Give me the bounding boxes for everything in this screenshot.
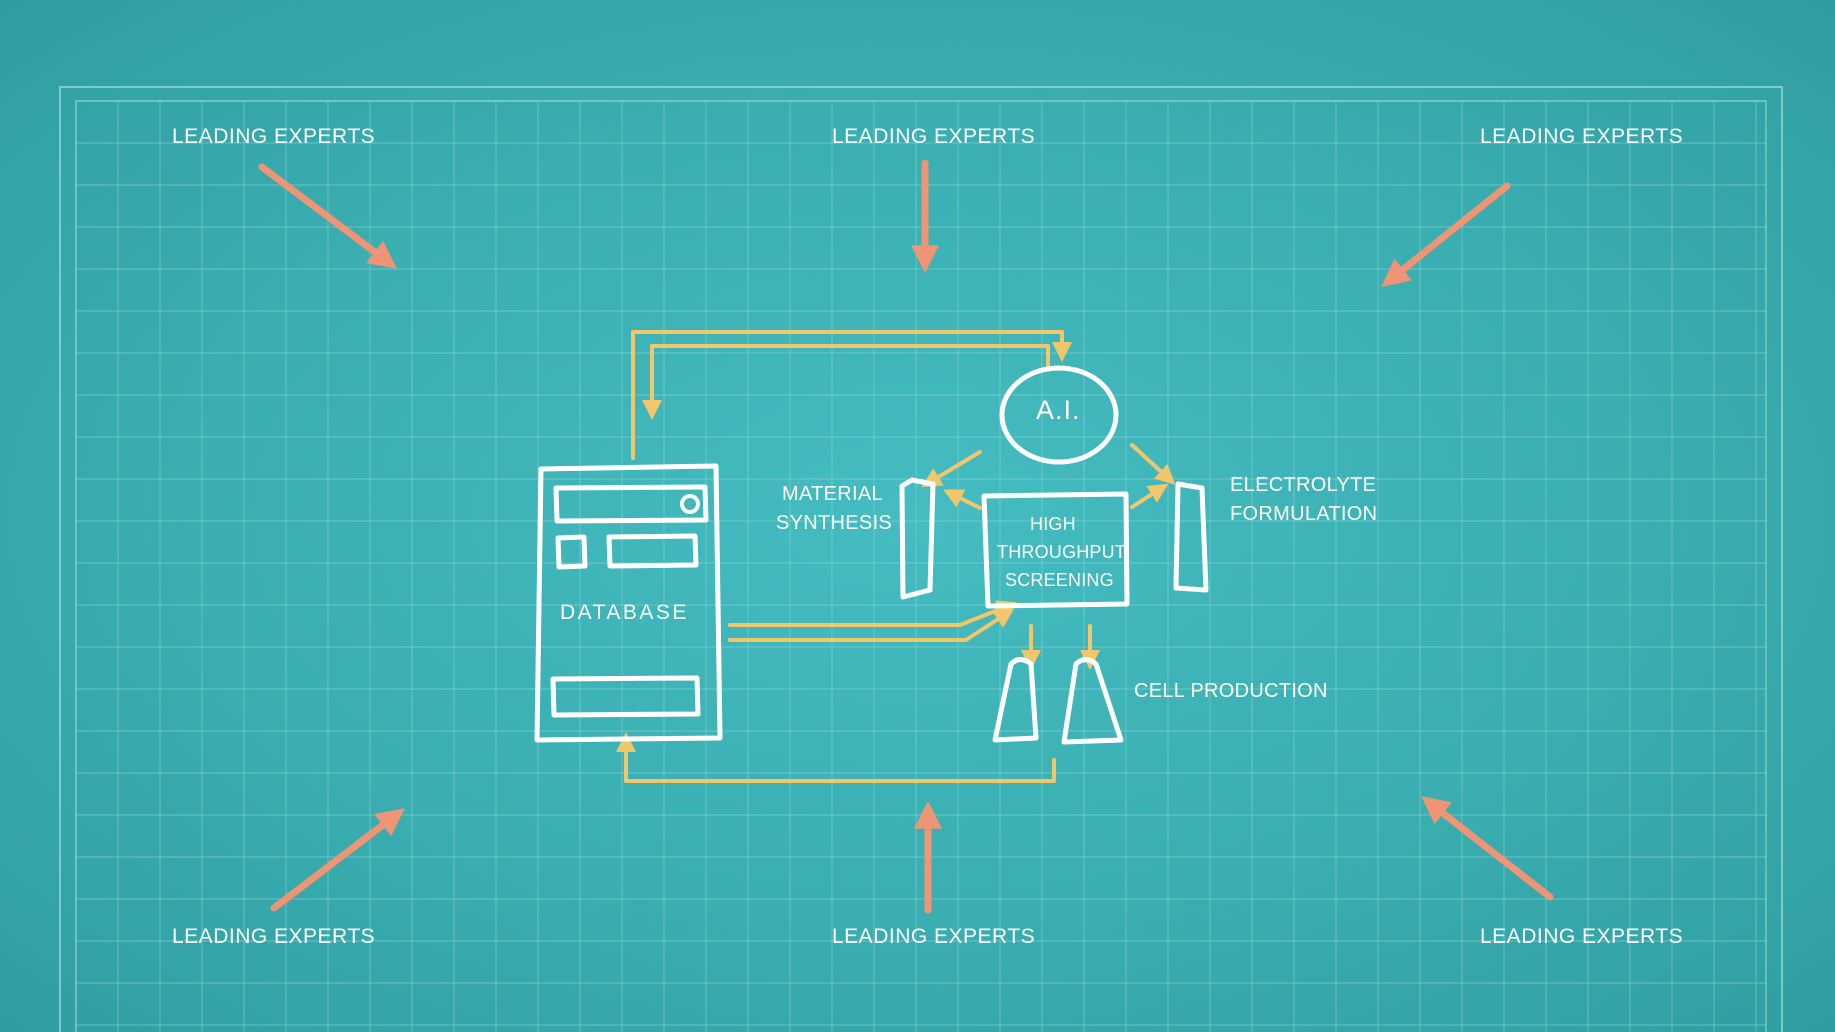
expert-label-top-right: LEADING EXPERTS	[1480, 125, 1683, 148]
expert-arrow-bottom-left	[270, 808, 405, 912]
robot-icon: A.I. HIGH THROUGHPUT SCREENING	[899, 365, 1209, 745]
expert-label-bottom-left: LEADING EXPERTS	[172, 925, 375, 948]
expert-arrows	[258, 159, 1554, 914]
robot-torso	[981, 491, 1130, 609]
screening-label-line-2: THROUGHPUT	[997, 542, 1126, 562]
flow-database-to-screening-1	[728, 600, 1018, 627]
database-icon: DATABASE	[534, 463, 723, 743]
cell-production-label: CELL PRODUCTION	[1134, 680, 1328, 702]
electrolyte-formulation-label-line-2: FORMULATION	[1230, 503, 1377, 525]
expert-arrow-bottom-right	[1421, 796, 1554, 901]
robot-left-leg	[992, 657, 1039, 743]
flow-ai-to-right-arm	[1130, 443, 1176, 485]
blueprint-grid	[75, 100, 1766, 1032]
database-button-icon	[680, 494, 700, 514]
database-body	[534, 463, 723, 743]
flow-screening-to-left-arm	[943, 489, 982, 510]
material-synthesis-label-line-2: SYNTHESIS	[776, 512, 892, 534]
database-small-panel	[555, 534, 588, 570]
robot-right-leg	[1061, 657, 1124, 745]
grid-frame-inner	[75, 100, 1767, 1032]
database-bottom-slot	[550, 675, 701, 718]
flow-production-to-database	[616, 732, 1056, 783]
ai-label: A.I.	[1036, 395, 1081, 425]
grid-frame-outer	[59, 86, 1783, 1032]
database-label: DATABASE	[560, 601, 689, 624]
robot-head	[999, 365, 1119, 465]
flow-database-to-ai	[631, 330, 1072, 460]
flow-ai-to-left-arm	[921, 450, 982, 488]
expert-label-bottom-center: LEADING EXPERTS	[832, 925, 1035, 948]
robot-right-arm	[1173, 481, 1209, 593]
flow-screening-to-right-arm	[1130, 483, 1169, 509]
database-top-slot	[553, 484, 709, 524]
expert-arrow-top-left	[258, 163, 397, 269]
screening-label-line-3: SCREENING	[1005, 570, 1114, 590]
robot-left-arm	[899, 477, 936, 600]
flow-lines	[616, 330, 1176, 783]
material-synthesis-label-line-1: MATERIAL	[782, 483, 883, 505]
database-wide-panel	[606, 533, 699, 569]
expert-label-top-center: LEADING EXPERTS	[832, 125, 1035, 148]
flow-database-to-screening-2	[728, 608, 1015, 642]
electrolyte-formulation-label-line-1: ELECTROLYTE	[1230, 474, 1376, 496]
expert-arrow-top-right	[1381, 182, 1511, 288]
flow-ai-to-database	[642, 344, 1050, 420]
expert-label-bottom-right: LEADING EXPERTS	[1480, 925, 1683, 948]
expert-label-top-left: LEADING EXPERTS	[172, 125, 375, 148]
screening-label-line-1: HIGH	[1030, 514, 1076, 534]
